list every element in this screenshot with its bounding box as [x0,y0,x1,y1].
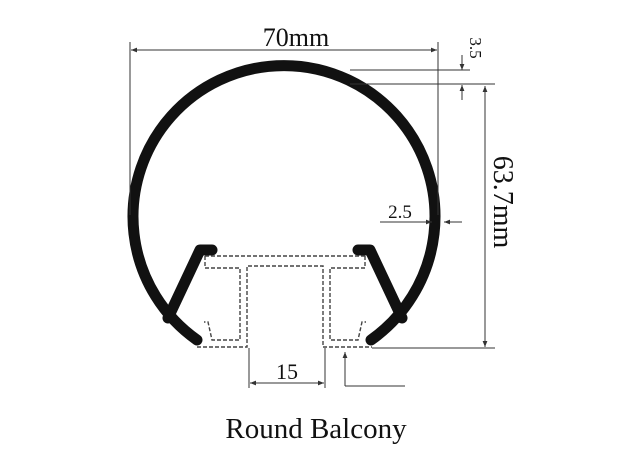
left-leg [162,244,218,324]
width-label: 70mm [263,23,329,52]
rail-profile [127,60,441,346]
outer-arc [127,60,441,346]
top-thickness-label: 3.5 [466,37,485,58]
wall-thickness-label: 2.5 [388,202,412,223]
dimension-lines [129,42,495,388]
caption: Round Balcony [225,413,407,445]
right-leg [352,244,408,324]
insert-profile [197,255,372,348]
height-label: 63.7mm [487,156,518,249]
slot-width-label: 15 [276,359,298,384]
